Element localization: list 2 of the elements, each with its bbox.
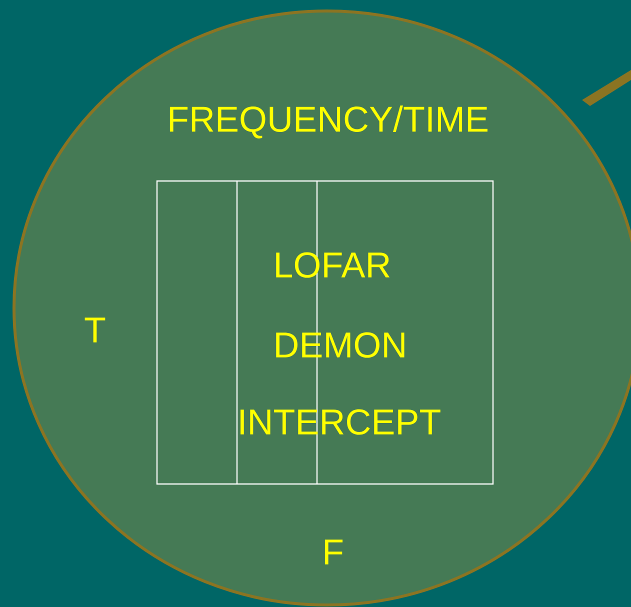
axis-letter: F bbox=[324, 540, 343, 564]
axis-letter: T bbox=[84, 318, 106, 342]
